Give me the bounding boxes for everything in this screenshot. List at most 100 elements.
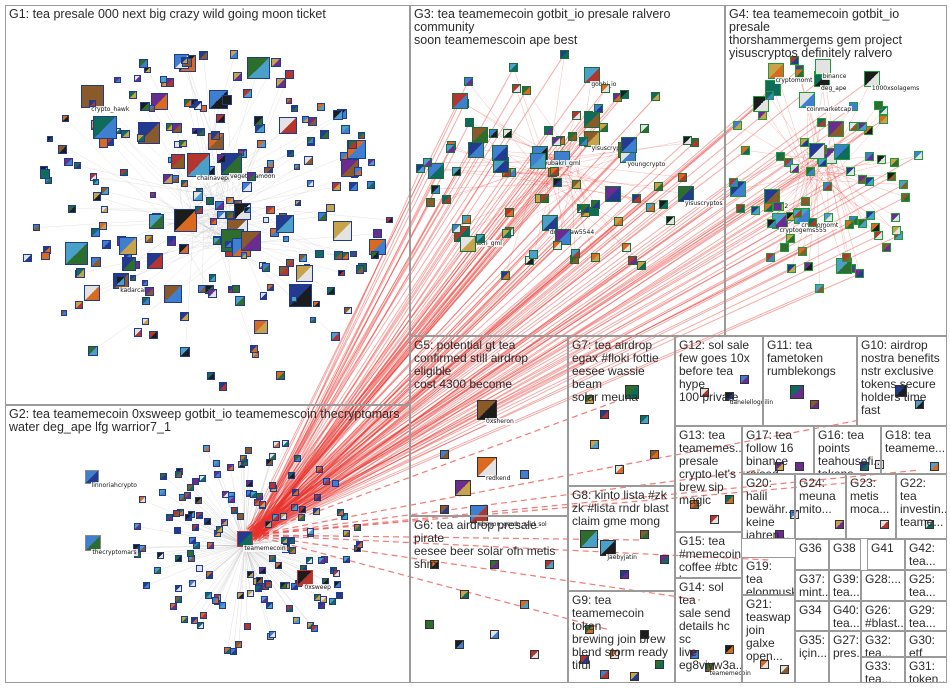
node[interactable]: [170, 154, 185, 169]
node[interactable]: [658, 200, 668, 210]
node[interactable]: [142, 279, 149, 286]
node[interactable]: [213, 460, 221, 467]
node[interactable]: [68, 204, 77, 213]
node[interactable]: [142, 318, 150, 326]
node-g7[interactable]: [650, 450, 659, 459]
node[interactable]: [211, 131, 221, 141]
node[interactable]: [581, 204, 591, 214]
node-g13[interactable]: [710, 515, 719, 524]
node[interactable]: [797, 246, 807, 256]
node[interactable]: [138, 496, 146, 504]
node-g21[interactable]: [760, 660, 769, 669]
node-g9[interactable]: [580, 655, 589, 664]
node[interactable]: [866, 211, 876, 221]
node[interactable]: [169, 603, 177, 611]
node[interactable]: [732, 120, 742, 130]
node[interactable]: [313, 508, 321, 515]
node[interactable]: [228, 496, 236, 504]
node[interactable]: [366, 180, 375, 190]
node[interactable]: [118, 237, 137, 256]
node[interactable]: [428, 163, 445, 179]
node-g10[interactable]: [915, 400, 924, 409]
node-g17[interactable]: [795, 462, 804, 471]
node[interactable]: [280, 513, 288, 520]
node[interactable]: [333, 581, 341, 589]
node[interactable]: [621, 242, 631, 252]
node-g9[interactable]: [610, 650, 619, 659]
node[interactable]: [241, 231, 262, 251]
node[interactable]: [509, 63, 519, 73]
node[interactable]: [217, 154, 226, 163]
node[interactable]: [735, 203, 745, 213]
node[interactable]: [773, 202, 783, 212]
node[interactable]: [147, 252, 164, 269]
node[interactable]: [295, 200, 302, 207]
node[interactable]: [350, 250, 357, 258]
node-g13[interactable]: [725, 495, 734, 504]
node[interactable]: [353, 524, 361, 532]
node[interactable]: [553, 178, 563, 188]
node[interactable]: [259, 292, 268, 300]
node[interactable]: [307, 180, 315, 188]
node-g9[interactable]: [630, 672, 639, 681]
node[interactable]: [92, 178, 99, 186]
node[interactable]: [186, 550, 194, 558]
node[interactable]: [188, 536, 196, 544]
node[interactable]: [317, 557, 325, 565]
node[interactable]: [61, 309, 68, 316]
node[interactable]: [279, 116, 297, 135]
node[interactable]: [220, 519, 228, 527]
node[interactable]: [315, 466, 323, 474]
node[interactable]: [101, 187, 109, 196]
node[interactable]: [604, 185, 621, 202]
node[interactable]: [293, 455, 301, 463]
node[interactable]: [40, 168, 50, 179]
node[interactable]: [222, 95, 232, 105]
node[interactable]: [174, 471, 182, 479]
node[interactable]: [265, 580, 273, 588]
node[interactable]: [204, 517, 212, 525]
node[interactable]: [236, 513, 244, 521]
node[interactable]: [803, 262, 813, 272]
node[interactable]: [823, 181, 833, 191]
node[interactable]: [180, 346, 191, 357]
node[interactable]: [134, 523, 142, 531]
node[interactable]: [138, 544, 146, 552]
node[interactable]: [313, 301, 320, 308]
node[interactable]: [242, 88, 252, 98]
node[interactable]: [344, 306, 352, 314]
node[interactable]: [23, 253, 32, 263]
node[interactable]: [855, 269, 865, 279]
node[interactable]: [262, 217, 270, 224]
node[interactable]: [90, 227, 100, 237]
node[interactable]: [416, 164, 426, 174]
node[interactable]: [666, 216, 676, 226]
node[interactable]: [268, 482, 276, 490]
node[interactable]: [310, 625, 318, 632]
node[interactable]: [502, 228, 512, 238]
node[interactable]: [195, 512, 203, 520]
node[interactable]: [472, 127, 489, 144]
node[interactable]: [266, 205, 275, 215]
node[interactable]: [333, 250, 344, 261]
node[interactable]: [229, 50, 239, 59]
node[interactable]: [306, 557, 314, 564]
node[interactable]: [285, 97, 292, 104]
node[interactable]: [286, 149, 295, 158]
node[interactable]: [242, 182, 253, 193]
node[interactable]: [179, 312, 189, 322]
node[interactable]: [431, 184, 441, 194]
node[interactable]: [461, 214, 471, 224]
node[interactable]: [423, 157, 433, 167]
node-g17[interactable]: [775, 462, 784, 471]
node[interactable]: [83, 284, 101, 302]
node[interactable]: [286, 258, 294, 267]
node[interactable]: [224, 240, 233, 249]
node[interactable]: [476, 234, 486, 244]
node[interactable]: [913, 150, 923, 160]
node-g14[interactable]: [725, 645, 734, 654]
node[interactable]: [120, 168, 128, 177]
node[interactable]: [800, 137, 810, 147]
node[interactable]: [355, 264, 365, 274]
node[interactable]: [590, 200, 600, 210]
